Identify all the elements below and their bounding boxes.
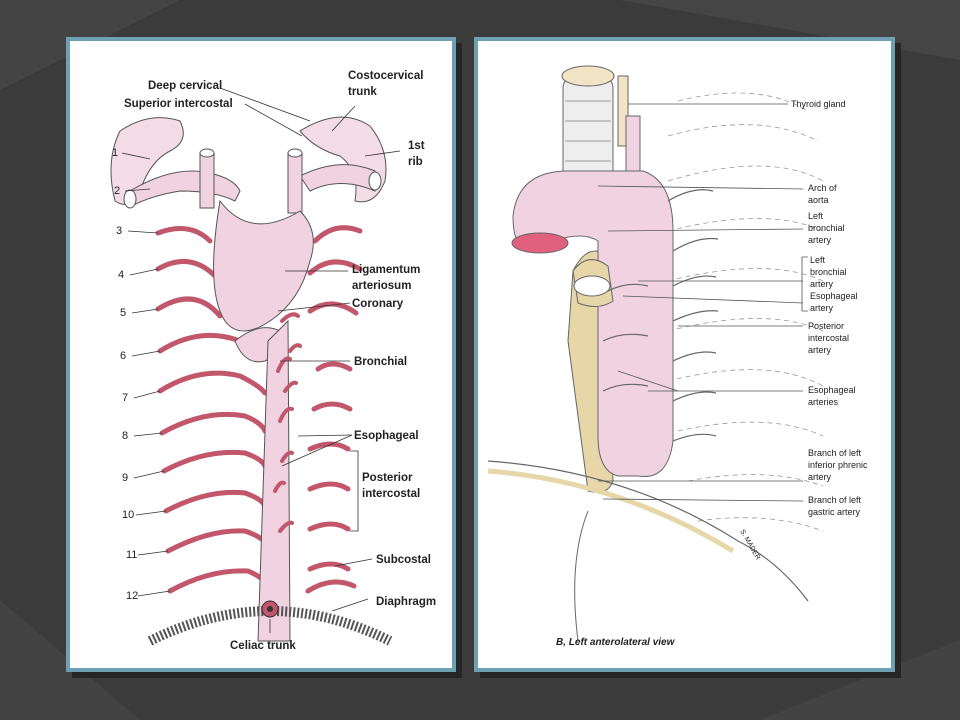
thyroid-lobe	[617, 75, 629, 147]
carotid-artery	[625, 115, 641, 177]
right-aorta-diagram: Thyroid gland Arch of aorta Left bronchi…	[487, 65, 868, 648]
label-esophageal-artery: artery	[810, 303, 834, 313]
label-left-bronchial-artery: bronchial	[808, 223, 845, 233]
left-subclavian-artery	[299, 164, 376, 192]
right-intercostal-arteries	[305, 225, 363, 594]
figure-caption: B, Left anterolateral view	[556, 637, 676, 648]
label-posterior-intercostal-artery: Posterior	[808, 321, 844, 331]
rib-number: 8	[122, 430, 128, 442]
diaphragm-outline	[487, 460, 809, 602]
rib-number: 3	[116, 225, 122, 237]
label-esophageal-artery: Esophageal	[810, 291, 858, 301]
rib-number: 4	[118, 269, 124, 281]
right-diagram-panel: Thyroid gland Arch of aorta Left bronchi…	[474, 37, 895, 672]
rib-number: 6	[120, 350, 126, 362]
rib-numbers: 1 2 3 4 5 6 7 8 9 10 11 12	[112, 147, 138, 602]
label-superior-intercostal: Superior intercostal	[124, 98, 233, 110]
left-diagram-panel: 1 2 3 4 5 6 7 8 9 10 11 12	[66, 37, 456, 672]
label-branch-gastric: Branch of left	[808, 495, 862, 505]
rib-number: 12	[126, 590, 138, 602]
label-costocervical: Costocervical	[348, 70, 423, 82]
label-ligamentum: Ligamentum	[352, 264, 420, 276]
label-esophageal-arteries: Esophageal	[808, 385, 856, 395]
label-first: 1st	[408, 140, 425, 152]
label-posterior-intercostal-artery: intercostal	[808, 333, 849, 343]
left-common-carotid	[287, 152, 303, 214]
rib-number: 5	[120, 307, 126, 319]
label-thyroid-gland: Thyroid gland	[791, 99, 846, 109]
label-branch-inferior-phrenic: inferior phrenic	[808, 460, 868, 470]
label-left-bronchial-artery-2: bronchial	[810, 267, 847, 277]
label-rib: rib	[408, 156, 423, 168]
rib-number: 9	[122, 472, 128, 484]
trachea	[562, 75, 614, 187]
left-first-rib	[110, 117, 184, 205]
label-arch-of-aorta: aorta	[808, 195, 829, 205]
aorta-lumen	[511, 232, 569, 254]
aortic-arch	[213, 199, 314, 332]
right-common-carotid	[199, 152, 215, 209]
left-artery-diagram: 1 2 3 4 5 6 7 8 9 10 11 12	[110, 70, 436, 652]
intercostal-branches	[602, 189, 719, 442]
label-coronary: Coronary	[352, 298, 404, 310]
label-celiac-trunk: Celiac trunk	[230, 640, 296, 652]
artist-signature: S. MADER	[738, 529, 761, 562]
stomach-outline	[574, 510, 589, 642]
label-bronchial: Bronchial	[354, 356, 407, 368]
label-posterior-intercostal-artery: artery	[808, 345, 832, 355]
label-subcostal: Subcostal	[376, 554, 431, 566]
thyroid-top	[561, 65, 615, 87]
label-posterior: Posterior	[362, 472, 413, 484]
label-left-bronchial-artery: Left	[808, 211, 824, 221]
descending-aorta	[257, 319, 291, 642]
label-arteriosum: arteriosum	[352, 280, 411, 292]
label-deep-cervical: Deep cervical	[148, 80, 222, 92]
right-labels: Thyroid gland Arch of aorta Left bronchi…	[791, 99, 868, 517]
label-esophageal-arteries: arteries	[808, 397, 839, 407]
label-intercostal: intercostal	[362, 488, 420, 500]
rib-number: 11	[126, 549, 137, 561]
left-labels: Deep cervical Superior intercostal Costo…	[124, 70, 436, 652]
label-branch-inferior-phrenic: artery	[808, 472, 832, 482]
label-trunk: trunk	[348, 86, 377, 98]
label-left-bronchial-artery-2: artery	[810, 279, 834, 289]
rib-number: 2	[114, 185, 120, 197]
background-rib-outlines	[667, 92, 824, 532]
rib-number: 1	[112, 147, 118, 159]
label-esophageal: Esophageal	[354, 430, 419, 442]
visceral-branches	[273, 312, 302, 533]
label-branch-inferior-phrenic: Branch of left	[808, 448, 862, 458]
label-diaphragm: Diaphragm	[376, 596, 436, 608]
left-intercostal-arteries	[155, 226, 268, 594]
label-arch-of-aorta: Arch of	[808, 183, 837, 193]
right-subclavian-lumen	[123, 189, 137, 209]
left-subclavian-lumen	[368, 171, 382, 191]
label-branch-gastric: gastric artery	[808, 507, 861, 517]
label-left-bronchial-artery-2: Left	[810, 255, 826, 265]
rib-number: 10	[122, 509, 134, 521]
label-left-bronchial-artery: artery	[808, 235, 832, 245]
rib-number: 7	[122, 392, 128, 404]
